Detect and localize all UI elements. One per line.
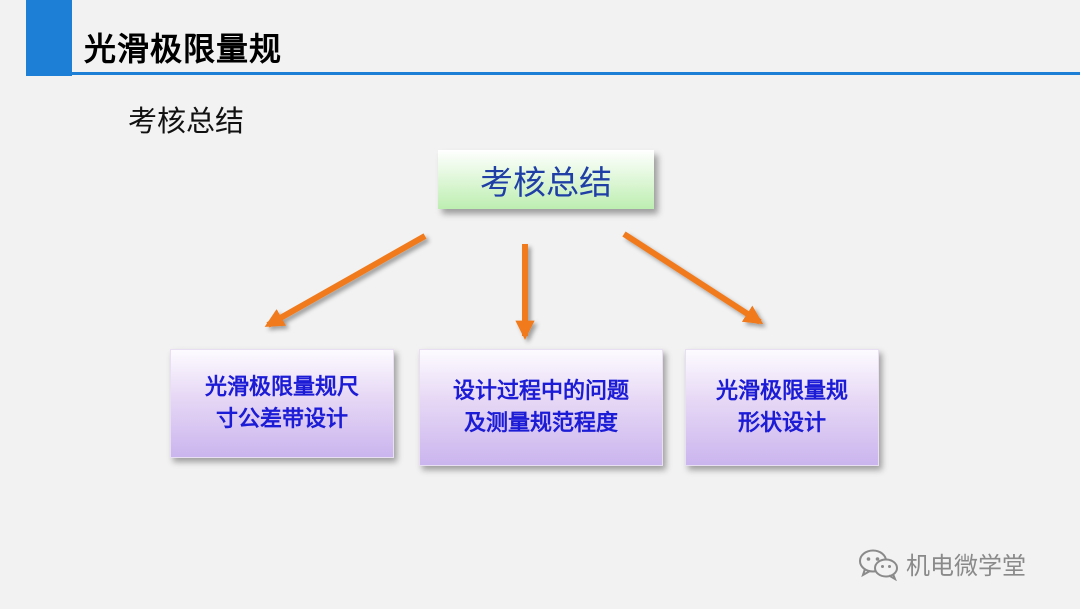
header-divider — [72, 72, 1080, 75]
arrow-right — [622, 231, 764, 325]
arrow-left — [264, 233, 427, 328]
watermark-text: 机电微学堂 — [906, 552, 1026, 580]
child-node-line: 光滑极限量规尺 — [204, 374, 359, 400]
page-title: 光滑极限量规 — [84, 30, 283, 68]
watermark: 机电微学堂 — [858, 546, 1026, 581]
center-node: 考核总结 — [438, 150, 654, 209]
header-accent-bar — [26, 0, 72, 76]
child-node-design-issues: 设计过程中的问题 及测量规范程度 — [419, 349, 663, 466]
wechat-icon — [859, 549, 898, 581]
child-node-line: 设计过程中的问题 — [452, 378, 629, 404]
child-node-shape-design: 光滑极限量规 形状设计 — [685, 349, 879, 466]
child-node-line: 寸公差带设计 — [215, 406, 348, 432]
child-node-line: 及测量规范程度 — [463, 410, 618, 436]
child-node-line: 光滑极限量规 — [715, 378, 848, 404]
child-node-line: 形状设计 — [737, 410, 826, 436]
child-node-tolerance-zone: 光滑极限量规尺 寸公差带设计 — [170, 349, 394, 458]
section-subtitle: 考核总结 — [128, 104, 245, 138]
